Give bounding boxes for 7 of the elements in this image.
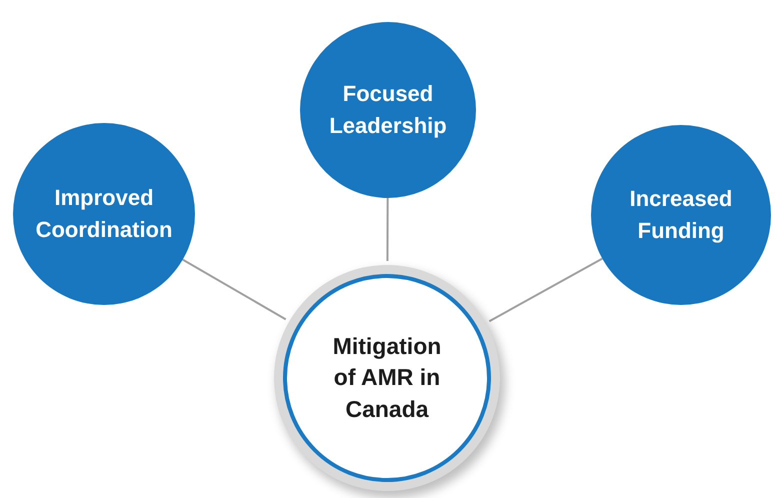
node-label: Improved Coordination — [34, 184, 174, 244]
node-label: Mitigation of AMR in Canada — [332, 332, 442, 424]
connector-line — [182, 258, 286, 320]
node-label: Focused Leadership — [328, 80, 448, 140]
connector-line — [488, 258, 603, 322]
node-label: Increased Funding — [628, 185, 734, 245]
connector-line — [386, 198, 389, 261]
